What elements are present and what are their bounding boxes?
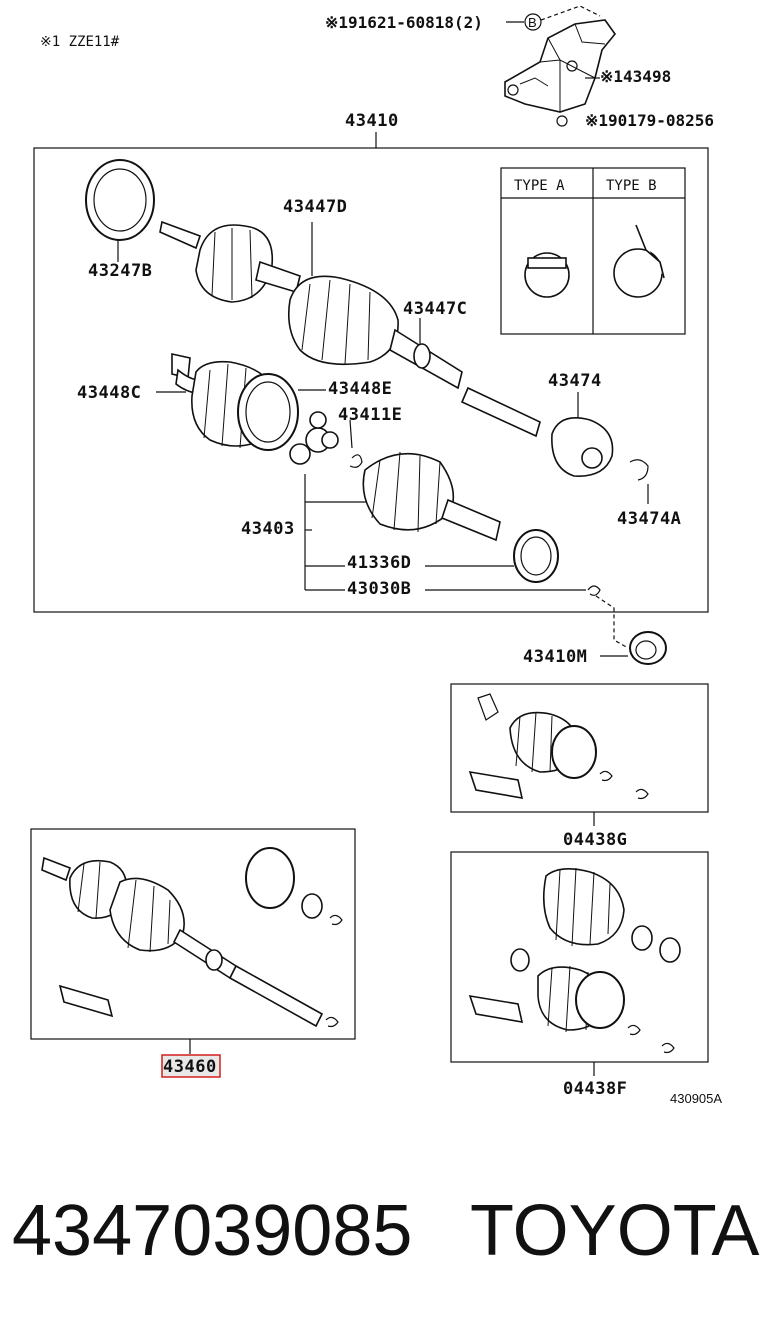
label-43460[interactable]: 43460 [163, 1057, 217, 1077]
kit-04438f-box [450, 851, 709, 1063]
drawing-code: 430905A [670, 1091, 722, 1106]
label-04438g[interactable]: 04438G [563, 830, 627, 850]
kit-04438g-parts [468, 693, 649, 800]
label-43448c[interactable]: 43448C [77, 383, 141, 403]
type-b-header: TYPE B [606, 178, 657, 194]
label-43411e[interactable]: 43411E [338, 405, 402, 425]
label-43403[interactable]: 43403 [241, 519, 295, 539]
seal-43247b [85, 159, 155, 241]
clamp-type-b [613, 248, 663, 298]
shaft-kit-43460-parts [41, 847, 343, 1028]
bracket-43498-drawing [504, 19, 617, 127]
label-43030b[interactable]: 43030B [347, 579, 411, 599]
label-43410[interactable]: 43410 [345, 111, 399, 131]
callout-b-letter: B [528, 15, 537, 30]
callout-b-circle [524, 13, 542, 31]
label-43247b[interactable]: 43247B [88, 261, 152, 281]
bearing-43474 [460, 386, 614, 477]
label-43448e[interactable]: 43448E [328, 379, 392, 399]
model-note: ※1 ZZE11# [40, 34, 120, 50]
label-41336d[interactable]: 41336D [347, 553, 411, 573]
label-43498[interactable]: ※143498 [600, 67, 671, 86]
label-04438f[interactable]: 04438F [563, 1079, 627, 1099]
tripod-joint-43411e [289, 411, 339, 465]
label-bracket-bolt-ref[interactable]: ※191621-60818(2) [325, 13, 483, 32]
kit-04438g-box [450, 683, 709, 813]
highlight-43460 [161, 1054, 221, 1078]
label-43474a[interactable]: 43474A [617, 509, 681, 529]
type-a-header: TYPE A [514, 178, 565, 194]
label-43474[interactable]: 43474 [548, 371, 602, 391]
housing-43403 [362, 451, 501, 542]
inner-boot-group [171, 353, 299, 451]
label-43447c[interactable]: 43447C [403, 299, 467, 319]
type-table: TYPE A TYPE B [500, 167, 686, 335]
part-number: 4347039085 [12, 1191, 412, 1271]
label-bolt-90179[interactable]: ※190179-08256 [585, 111, 714, 130]
kit-04438f-parts [468, 867, 681, 1054]
assembly-43410-box [33, 147, 709, 613]
outer-boot-43447d [159, 220, 463, 390]
label-43410m[interactable]: 43410M [523, 647, 587, 667]
label-43447d[interactable]: 43447D [283, 197, 347, 217]
shaft-kit-43460-box [30, 828, 356, 1040]
brand-name: TOYOTA [470, 1191, 759, 1271]
clamp-43447c [413, 343, 431, 369]
